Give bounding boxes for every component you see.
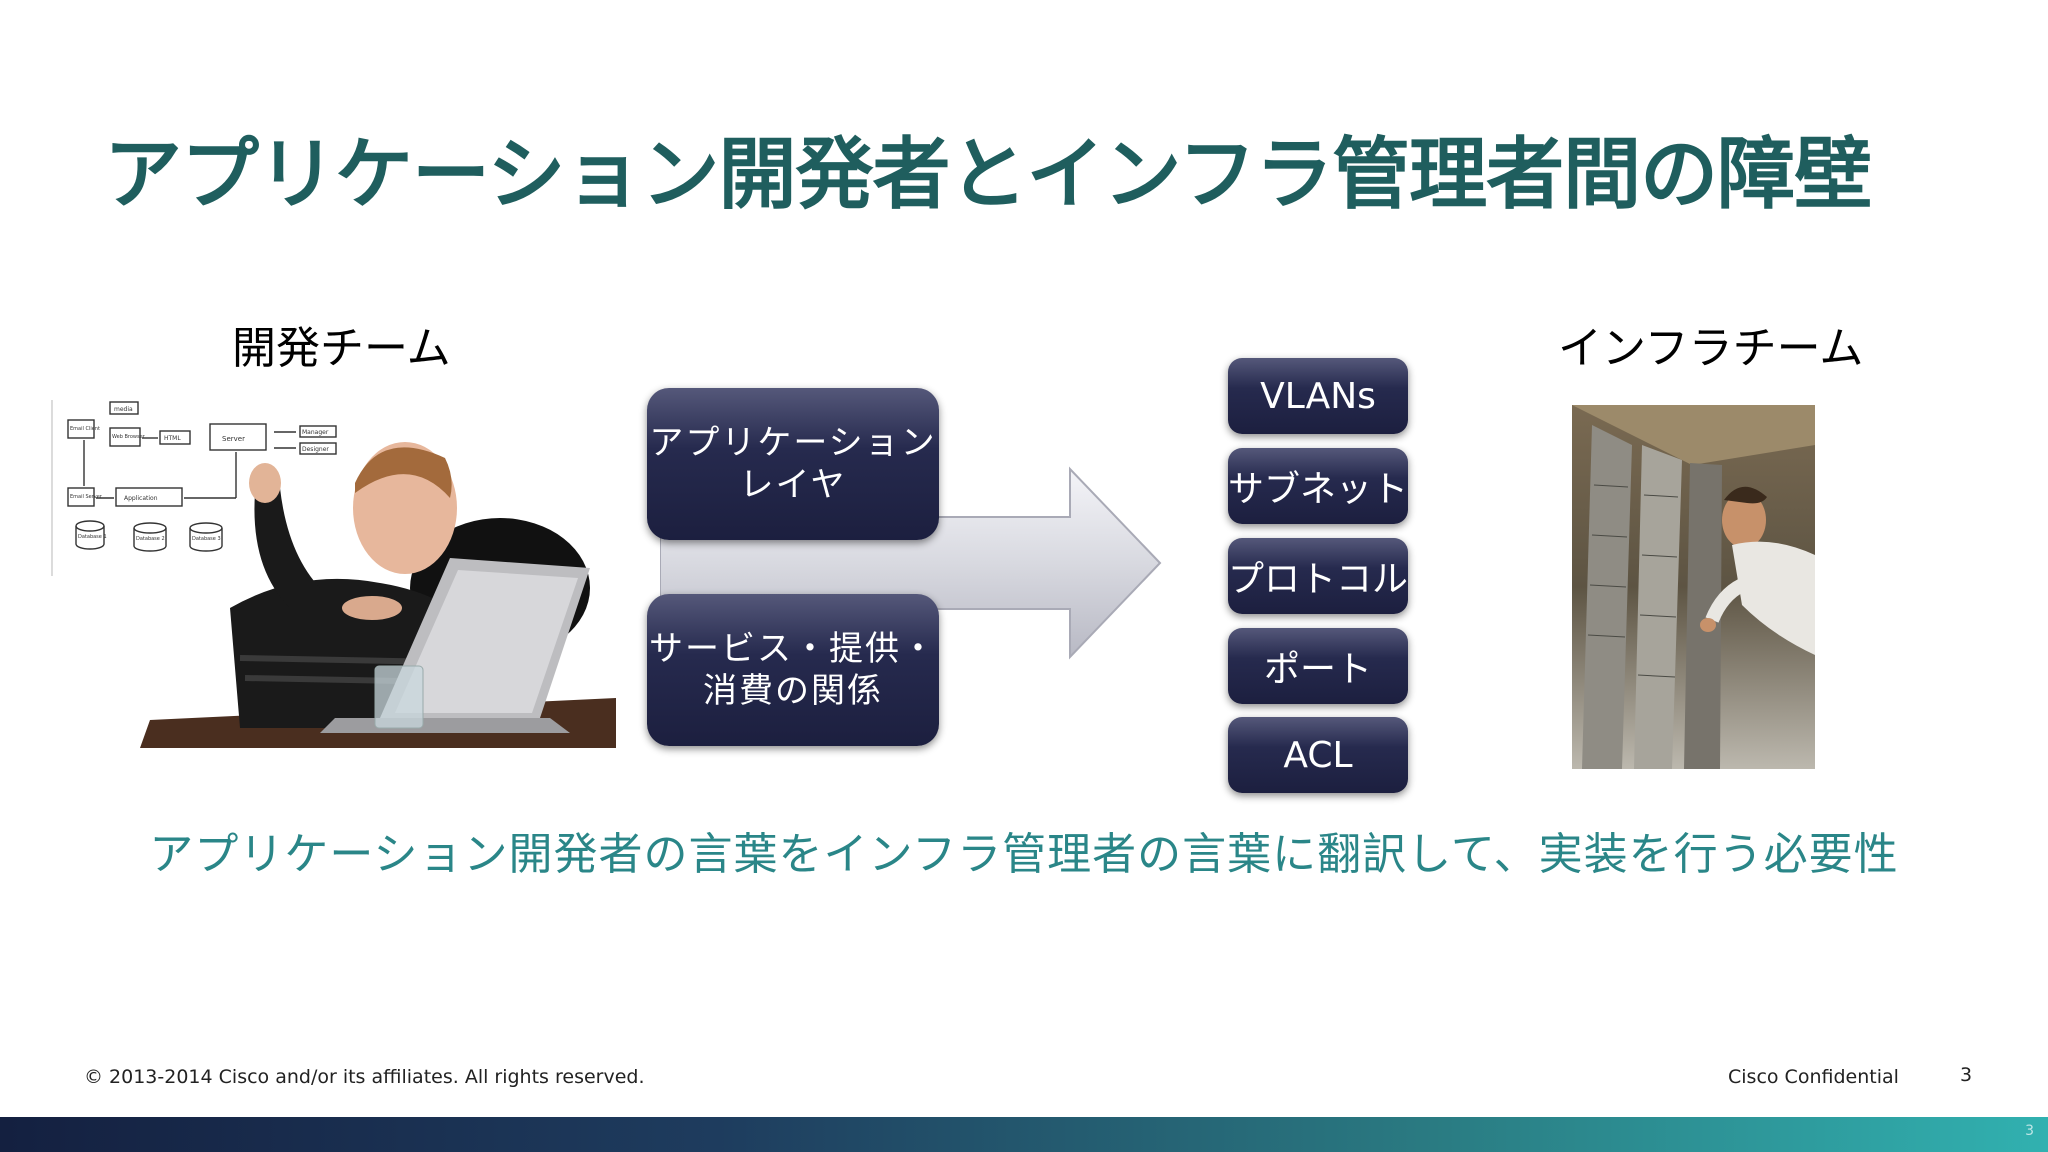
bottom-message: アプリケーション開発者の言葉をインフラ管理者の言葉に翻訳して、実装を行う必要性 — [149, 829, 1899, 880]
footer-copyright: © 2013-2014 Cisco and/or its affiliates.… — [84, 1066, 645, 1088]
wb-label-db1: Database 1 — [78, 534, 107, 540]
infra-team-label: インフラチーム — [1558, 323, 1864, 374]
wb-label-manager: Manager — [302, 429, 329, 436]
wb-label-server: Server — [222, 435, 245, 443]
footer-bar-number: 3 — [2025, 1123, 2034, 1139]
wb-label-html: HTML — [164, 435, 181, 442]
service-relationship-label: サービス・提供・ 消費の関係 — [649, 629, 937, 711]
wb-label-db3: Database 3 — [192, 536, 221, 542]
network-item-acl: ACL — [1228, 717, 1408, 793]
network-item-subnet: サブネット — [1228, 448, 1408, 524]
wb-label-db2: Database 2 — [136, 536, 165, 542]
wb-label-web-browser: Web Browser — [112, 434, 146, 440]
dev-team-label: 開発チーム — [232, 323, 451, 374]
developer-photo: media Email Client Web Browser HTML Serv… — [50, 398, 616, 748]
service-relationship-box: サービス・提供・ 消費の関係 — [647, 594, 939, 746]
application-layer-box: アプリケーション レイヤ — [647, 388, 939, 540]
network-item-vlans: VLANs — [1228, 358, 1408, 434]
footer-confidential: Cisco Confidential — [1728, 1066, 1899, 1088]
wb-label-application: Application — [124, 495, 158, 502]
footer-bar: 3 — [0, 1117, 2048, 1152]
footer-page-number: 3 — [1960, 1064, 1973, 1086]
slide-title: アプリケーション開発者とインフラ管理者間の障壁 — [104, 130, 1872, 220]
wb-label-media: media — [114, 406, 133, 413]
infrastructure-photo — [1572, 405, 1815, 769]
application-layer-label: アプリケーション レイヤ — [649, 423, 937, 505]
wb-label-email-server: Email Server — [70, 494, 103, 500]
network-item-protocol: プロトコル — [1228, 538, 1408, 614]
wb-label-designer: Designer — [302, 446, 329, 453]
wb-label-email-client: Email Client — [70, 426, 100, 432]
network-item-port: ポート — [1228, 628, 1408, 704]
